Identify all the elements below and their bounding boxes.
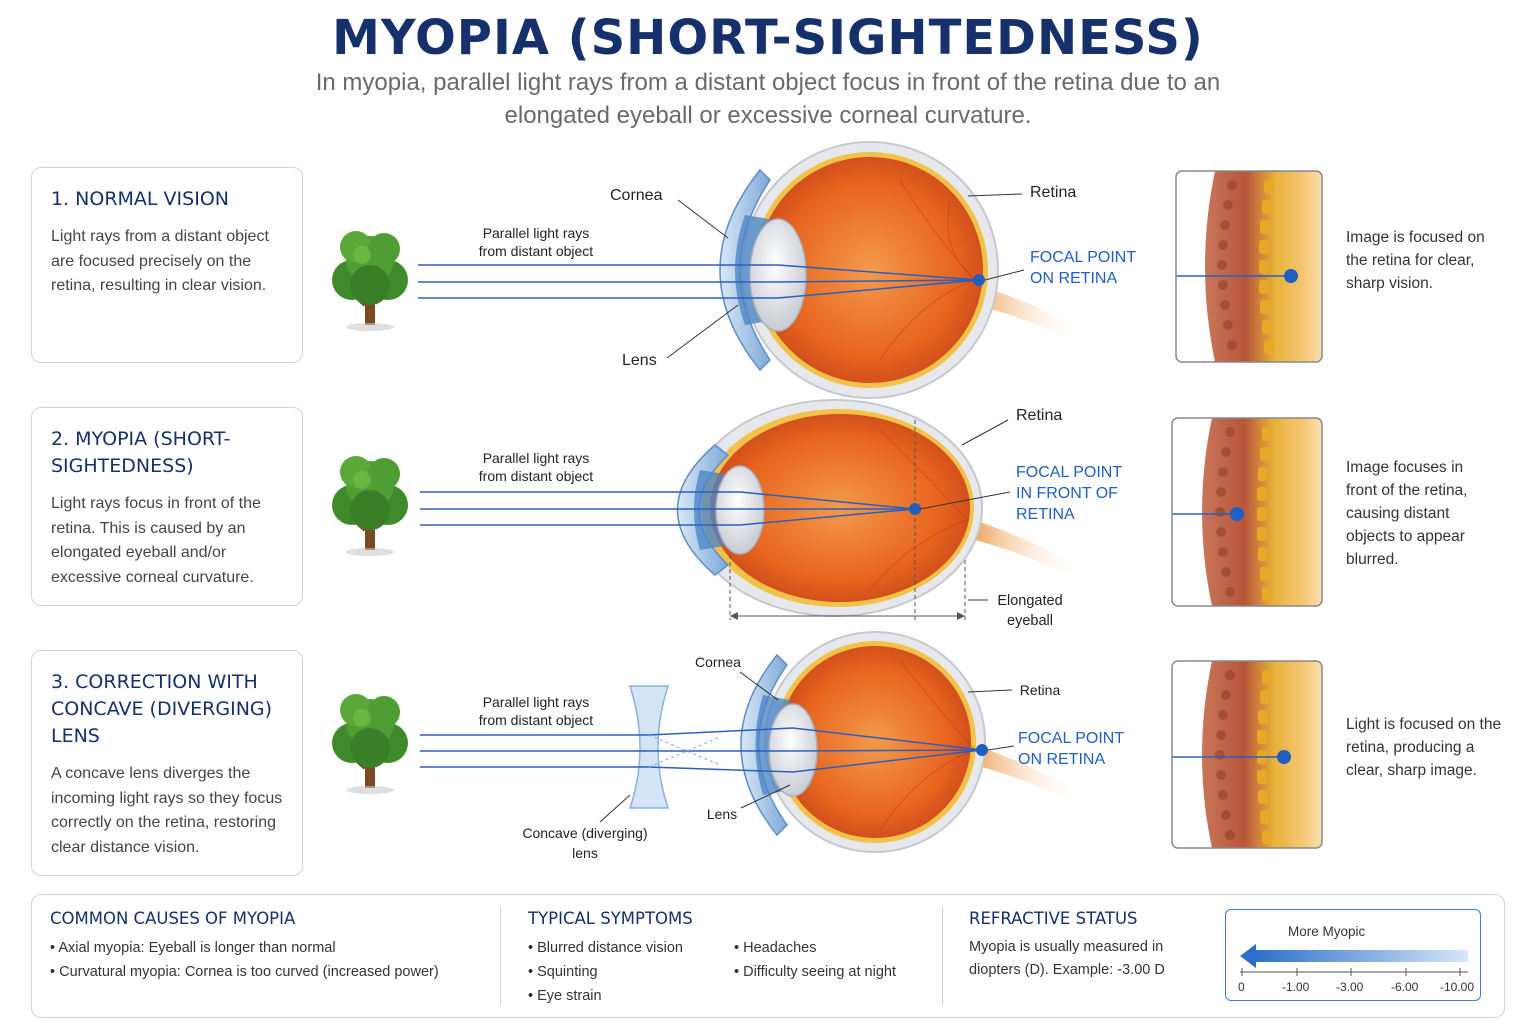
list-item: Blurred distance vision	[528, 936, 728, 960]
cornea-label: Cornea	[695, 654, 741, 670]
symptoms-heading: TYPICAL SYMPTOMS	[528, 909, 693, 928]
diopter-scale: More Myopic 0 -1.00 -3.00 -6.00 -10.00	[1225, 909, 1481, 1001]
card-heading: 1. NORMAL VISION	[51, 188, 229, 210]
page-title: MYOPIA (SHORT-SIGHTEDNESS)	[332, 10, 1204, 66]
vitreous	[779, 646, 971, 838]
concave-lens	[628, 685, 670, 809]
tree-icon	[330, 229, 410, 333]
tick-label: -3.00	[1336, 980, 1364, 994]
light-rays	[418, 264, 980, 299]
retina-zoom-3	[1172, 661, 1322, 848]
refractive-heading: REFRACTIVE STATUS	[969, 909, 1138, 928]
retina-label: Retina	[1030, 184, 1077, 201]
card-text: Light rays focus in front of the retina.…	[51, 495, 261, 586]
card-correction: 3. CORRECTION WITH CONCAVE (DIVERGING) L…	[31, 650, 303, 876]
focal-point	[973, 274, 985, 286]
leader-lines	[666, 193, 1025, 359]
light-rays	[420, 727, 983, 773]
elongated-label: Elongated eyeball	[997, 593, 1063, 629]
rays-label: Parallel light rays from distant object	[478, 450, 594, 484]
focal-point	[909, 503, 921, 515]
lens-label: Lens	[622, 352, 657, 369]
leader-lines	[599, 671, 1015, 823]
card-heading: 3. CORRECTION WITH CONCAVE (DIVERGING) L…	[51, 671, 273, 747]
lens	[715, 465, 765, 555]
focal-point-label: FOCAL POINT ON RETINA	[1018, 730, 1124, 768]
focal-point	[976, 744, 988, 756]
zoom-description: Image focuses in front of the retina, ca…	[1346, 459, 1468, 568]
card-normal-vision: 1. NORMAL VISION Light rays from a dista…	[31, 167, 303, 363]
page-subtitle: In myopia, parallel light rays from a di…	[315, 69, 1221, 129]
scale-label: More Myopic	[1288, 924, 1366, 939]
rays-label: Parallel light rays from distant object	[478, 225, 594, 259]
scale-graphic	[1240, 944, 1468, 976]
causes-heading: COMMON CAUSES OF MYOPIA	[50, 909, 296, 928]
list-item: Axial myopia: Eyeball is longer than nor…	[50, 936, 439, 960]
list-item: Difficulty seeing at night	[734, 960, 924, 984]
focal-point-label: FOCAL POINT ON RETINA	[1030, 249, 1136, 287]
tree-icon	[330, 692, 410, 796]
info-bar: COMMON CAUSES OF MYOPIA Axial myopia: Ey…	[31, 894, 1505, 1018]
lens-label: Lens	[706, 806, 738, 822]
refractive-text: Myopia is usually measured in diopters (…	[969, 939, 1165, 978]
zoom-description: Light is focused on the retina, producin…	[1346, 716, 1502, 779]
card-myopia: 2. MYOPIA (SHORT-SIGHTEDNESS) Light rays…	[31, 407, 303, 606]
leader-lines	[919, 419, 1011, 601]
list-item: Curvatural myopia: Cornea is too curved …	[50, 960, 439, 984]
optic-nerve	[975, 520, 1080, 580]
card-text: A concave lens diverges the incoming lig…	[51, 765, 283, 856]
tick-label: -1.00	[1282, 980, 1310, 994]
list-item: Eye strain	[528, 984, 728, 1008]
tick-label: 0	[1238, 980, 1245, 994]
divider	[500, 907, 501, 1005]
retina-label: Retina	[1019, 682, 1061, 698]
refractive-section: REFRACTIVE STATUS Myopia is usually meas…	[969, 909, 1189, 982]
lens	[768, 703, 818, 797]
arrow-left-icon	[1240, 944, 1256, 968]
card-heading: 2. MYOPIA (SHORT-SIGHTEDNESS)	[51, 428, 231, 477]
cornea-label: Cornea	[610, 187, 663, 204]
optic-nerve	[975, 745, 1080, 805]
concave-lens-label: Concave (diverging) lens	[522, 825, 648, 861]
lens	[749, 218, 807, 332]
zoom-description: Image is focused on the retina for clear…	[1346, 229, 1485, 292]
rays-label: Parallel light rays from distant object	[478, 694, 594, 728]
elongation-guides	[729, 420, 966, 620]
tree-icon	[330, 454, 410, 558]
retina-zoom-2	[1172, 418, 1322, 606]
retina-label: Retina	[1016, 407, 1063, 424]
retina-zoom-1	[1176, 171, 1322, 362]
card-text: Light rays from a distant object are foc…	[51, 228, 269, 294]
list-item: Headaches	[734, 936, 924, 960]
tick-label: -10.00	[1440, 980, 1475, 994]
focal-point-label: FOCAL POINT IN FRONT OF RETINA	[1016, 464, 1122, 523]
divider	[942, 907, 943, 1005]
symptoms-section: TYPICAL SYMPTOMS Blurred distance vision…	[528, 909, 924, 1008]
tick-label: -6.00	[1391, 980, 1419, 994]
optic-nerve	[975, 285, 1080, 345]
vitreous	[757, 157, 983, 383]
causes-section: COMMON CAUSES OF MYOPIA Axial myopia: Ey…	[50, 909, 439, 984]
light-rays	[420, 491, 916, 526]
list-item: Squinting	[528, 960, 728, 984]
